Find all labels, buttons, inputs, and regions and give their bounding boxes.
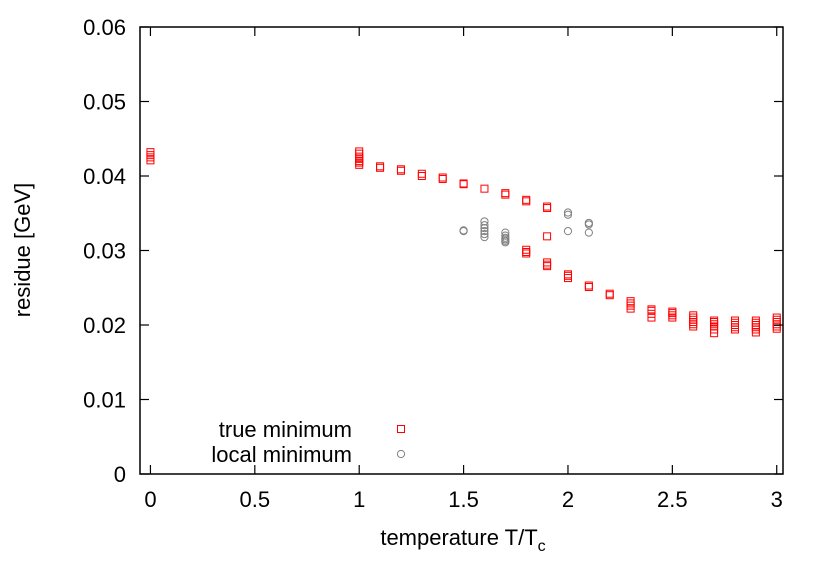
data-point-local-minimum	[563, 210, 573, 219]
y-tick-label: 0.01	[83, 388, 126, 413]
y-tick-label: 0.06	[83, 15, 126, 40]
y-tick-label: 0.03	[83, 239, 126, 264]
y-tick-label: 0.05	[83, 90, 126, 115]
data-point-true-minimum	[355, 149, 364, 158]
data-point-true-minimum	[626, 297, 635, 306]
x-axis-label-main: temperature T/T	[380, 525, 537, 550]
data-point-true-minimum	[772, 315, 781, 324]
data-point-true-minimum	[730, 318, 739, 327]
data-point-true-minimum	[563, 270, 572, 279]
data-point-true-minimum	[772, 313, 781, 322]
x-axis-label: temperature T/Tc	[380, 525, 545, 555]
data-point-true-minimum	[626, 301, 635, 310]
data-point-true-minimum	[605, 289, 614, 298]
x-tick-label: 0	[144, 487, 156, 512]
y-tick-label: 0	[114, 462, 126, 487]
data-point-true-minimum	[772, 322, 781, 331]
data-point-true-minimum	[146, 151, 155, 160]
x-axis-label-subscript: c	[538, 538, 546, 555]
data-point-true-minimum	[396, 165, 405, 174]
data-point-true-minimum	[751, 321, 760, 329]
data-point-local-minimum	[459, 226, 468, 235]
data-point-true-minimum	[730, 321, 739, 329]
data-point-true-minimum	[376, 162, 385, 171]
data-point-true-minimum	[751, 323, 760, 332]
data-point-true-minimum	[689, 313, 698, 322]
data-point-true-minimum	[584, 281, 593, 290]
x-tick-label: 2.5	[657, 487, 688, 512]
x-tick-label: 2	[562, 487, 574, 512]
legend-label-local-minimum: local minimum	[211, 442, 352, 467]
x-tick-label: 0.5	[240, 487, 271, 512]
data-point-local-minimum	[584, 218, 593, 228]
data-point-true-minimum	[689, 315, 698, 324]
data-point-local-minimum	[480, 221, 489, 230]
data-point-true-minimum	[647, 305, 656, 314]
data-point-true-minimum	[355, 147, 364, 156]
data-point-true-minimum	[501, 189, 510, 198]
data-point-local-minimum	[480, 230, 489, 239]
data-point-true-minimum	[772, 320, 781, 329]
plot-frame	[139, 26, 784, 475]
x-tick-label: 1	[353, 487, 365, 512]
data-point-true-minimum	[730, 325, 739, 334]
data-point-local-minimum	[480, 232, 489, 242]
legend-marker-local-minimum	[396, 449, 406, 459]
y-tick-label: 0.04	[83, 164, 126, 189]
data-point-true-minimum	[751, 328, 760, 337]
data-point-local-minimum	[480, 217, 489, 226]
data-point-local-minimum	[563, 208, 573, 217]
legend-label-true-minimum: true minimum	[219, 417, 352, 442]
legend-marker-true-minimum	[397, 425, 405, 433]
data-point-true-minimum	[146, 156, 155, 165]
data-point-local-minimum	[501, 231, 510, 240]
data-point-true-minimum	[751, 325, 760, 334]
x-tick-label: 1.5	[448, 487, 479, 512]
data-point-true-minimum	[689, 318, 698, 327]
x-tick-label: 3	[771, 487, 783, 512]
y-tick-label: 0.02	[83, 313, 126, 338]
data-point-true-minimum	[438, 173, 447, 182]
data-point-true-minimum	[689, 320, 698, 329]
data-point-true-minimum	[522, 195, 531, 204]
data-point-true-minimum	[417, 169, 426, 178]
data-point-true-minimum	[417, 172, 426, 180]
data-point-true-minimum	[689, 322, 698, 331]
data-point-true-minimum	[751, 318, 760, 327]
data-point-true-minimum	[772, 324, 781, 333]
data-point-true-minimum	[668, 307, 677, 316]
data-point-true-minimum	[710, 316, 719, 325]
data-point-local-minimum	[584, 228, 593, 237]
data-point-true-minimum	[626, 299, 635, 308]
data-point-true-minimum	[543, 232, 552, 241]
data-point-true-minimum	[626, 304, 635, 313]
data-point-true-minimum	[730, 316, 739, 325]
data-point-true-minimum	[730, 323, 739, 332]
data-point-local-minimum	[501, 228, 510, 237]
data-point-true-minimum	[543, 258, 552, 267]
data-point-true-minimum	[689, 311, 698, 320]
data-point-local-minimum	[563, 227, 573, 236]
y-axis-label: residue [GeV]	[10, 183, 35, 318]
data-point-local-minimum	[501, 233, 510, 242]
data-point-true-minimum	[522, 245, 531, 254]
legend: true minimum local minimum	[211, 417, 406, 467]
data-point-true-minimum	[751, 316, 760, 325]
data-point-true-minimum	[543, 202, 552, 211]
data-point-true-minimum	[146, 153, 155, 162]
data-point-true-minimum	[459, 179, 468, 188]
data-point-true-minimum	[146, 148, 155, 157]
data-point-true-minimum	[480, 184, 489, 193]
data-point-local-minimum	[480, 227, 489, 236]
